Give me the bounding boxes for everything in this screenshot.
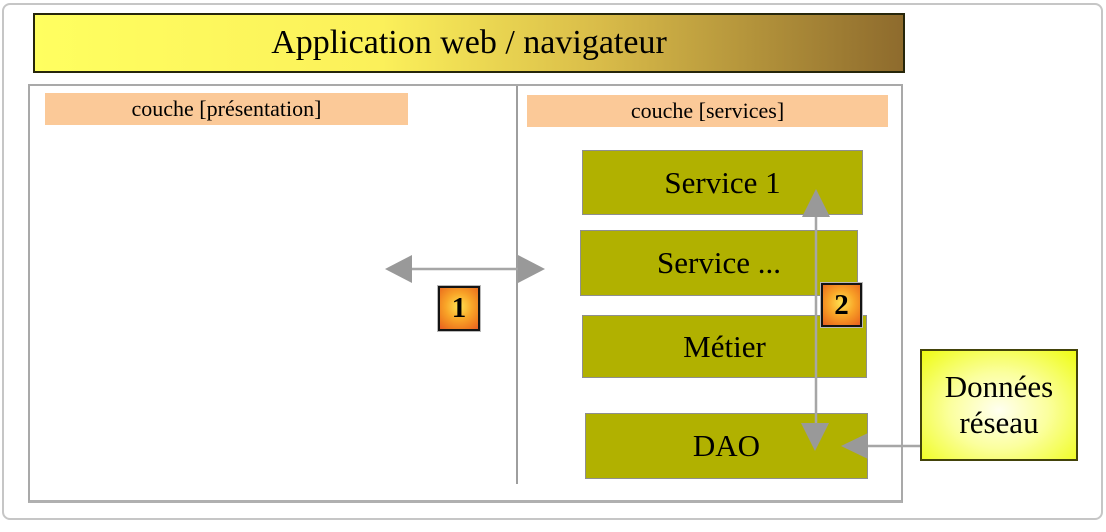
service1-box: Service 1 [582, 150, 863, 215]
step-2-badge: 2 [820, 282, 863, 328]
application-title: Application web / navigateur [271, 24, 667, 61]
network-data-label-line1: Données [944, 369, 1054, 405]
dao-label: DAO [692, 428, 761, 463]
application-title-bar: Application web / navigateur [33, 13, 905, 73]
service1-label: Service 1 [664, 164, 781, 200]
services-layer-label: couche [services] [527, 95, 888, 127]
presentation-layer-text: couche [présentation] [131, 96, 322, 121]
presentation-layer-label: couche [présentation] [45, 93, 408, 125]
step-1-number: 1 [451, 292, 467, 324]
step-1-badge: 1 [437, 285, 481, 332]
network-data-box: Données réseau [920, 349, 1078, 461]
services-layer-text: couche [services] [630, 98, 785, 123]
service-etc-box: Service ... [580, 230, 858, 296]
service-etc-label: Service ... [657, 245, 781, 280]
metier-label: Métier [683, 328, 766, 364]
layers-divider-line [516, 86, 518, 484]
step-2-number: 2 [834, 288, 849, 321]
network-data-label-line2: réseau [959, 405, 1039, 440]
dao-box: DAO [585, 413, 868, 479]
metier-box: Métier [582, 315, 867, 378]
